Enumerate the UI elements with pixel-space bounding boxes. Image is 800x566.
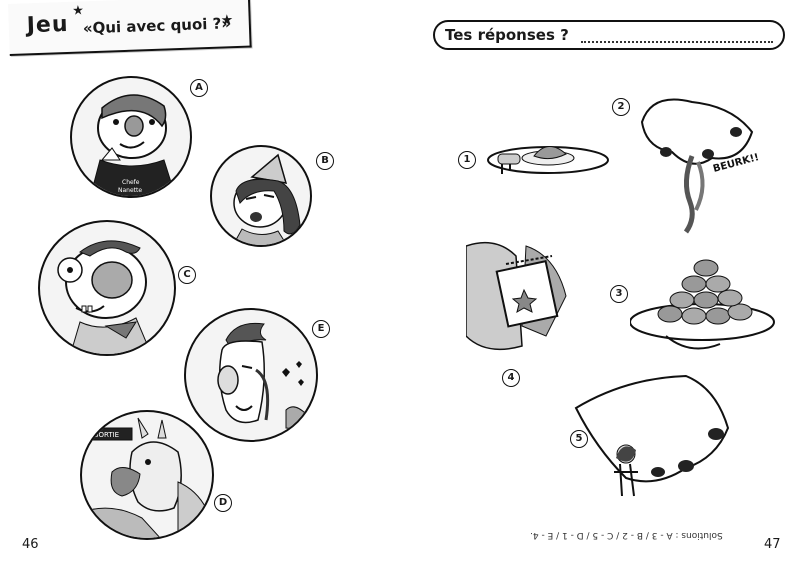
hand-figure-icon — [574, 374, 730, 497]
circle-d-donkey: SORTIE — [80, 410, 214, 540]
star-icon: ★ — [72, 3, 85, 19]
right-page: Tes réponses ? 1 2 BEURK!! 4 3 — [400, 0, 800, 566]
hand-spaghetti-icon: BEURK!! — [640, 98, 760, 234]
letter-c: C — [178, 266, 196, 284]
girl-face-icon — [232, 153, 301, 245]
circle-c-boy — [38, 220, 176, 356]
chef-face-icon: Chefe Nanette — [90, 94, 176, 196]
star-icon: ★ — [220, 12, 234, 29]
plate-icon — [487, 146, 609, 174]
circle-a-chef: Chefe Nanette — [70, 76, 192, 198]
man-face-icon — [217, 322, 307, 429]
game-title-banner: Jeu ★ «Qui avec quoi ?» ★ — [8, 0, 252, 56]
notebook-icon — [466, 241, 567, 351]
solutions-text: Solutions : A - 3 / B - 2 / C - 5 / D - … — [530, 530, 723, 540]
apron-text-2: Nanette — [118, 187, 142, 194]
circle-b-girl — [210, 145, 312, 247]
letter-b: B — [316, 152, 334, 170]
page-number-right: 47 — [764, 537, 781, 552]
exit-sign-text: SORTIE — [94, 431, 119, 439]
macaron-plate-icon — [630, 259, 775, 350]
answer-box[interactable]: Tes réponses ? — [433, 20, 785, 50]
letter-e: E — [312, 320, 330, 338]
apron-text-1: Chefe — [122, 179, 140, 186]
item-number-5: 5 — [570, 430, 588, 448]
page-number-left: 46 — [22, 537, 39, 552]
item-number-2: 2 — [612, 98, 630, 116]
answers-label: Tes réponses ? — [445, 26, 569, 44]
item-number-3: 3 — [610, 285, 628, 303]
answer-line[interactable] — [580, 27, 773, 43]
boy-face-icon — [57, 240, 152, 354]
donkey-icon: SORTIE — [82, 417, 212, 538]
item-number-4: 4 — [502, 369, 520, 387]
circle-e-man — [184, 308, 318, 442]
left-page: Jeu ★ «Qui avec quoi ?» ★ Chefe Nanette … — [8, 0, 334, 552]
game-title: Jeu — [26, 11, 69, 39]
item-number-1: 1 — [458, 151, 476, 169]
letter-a: A — [190, 79, 208, 97]
game-subtitle: «Qui avec quoi ?» — [82, 14, 232, 38]
letter-d: D — [214, 494, 232, 512]
